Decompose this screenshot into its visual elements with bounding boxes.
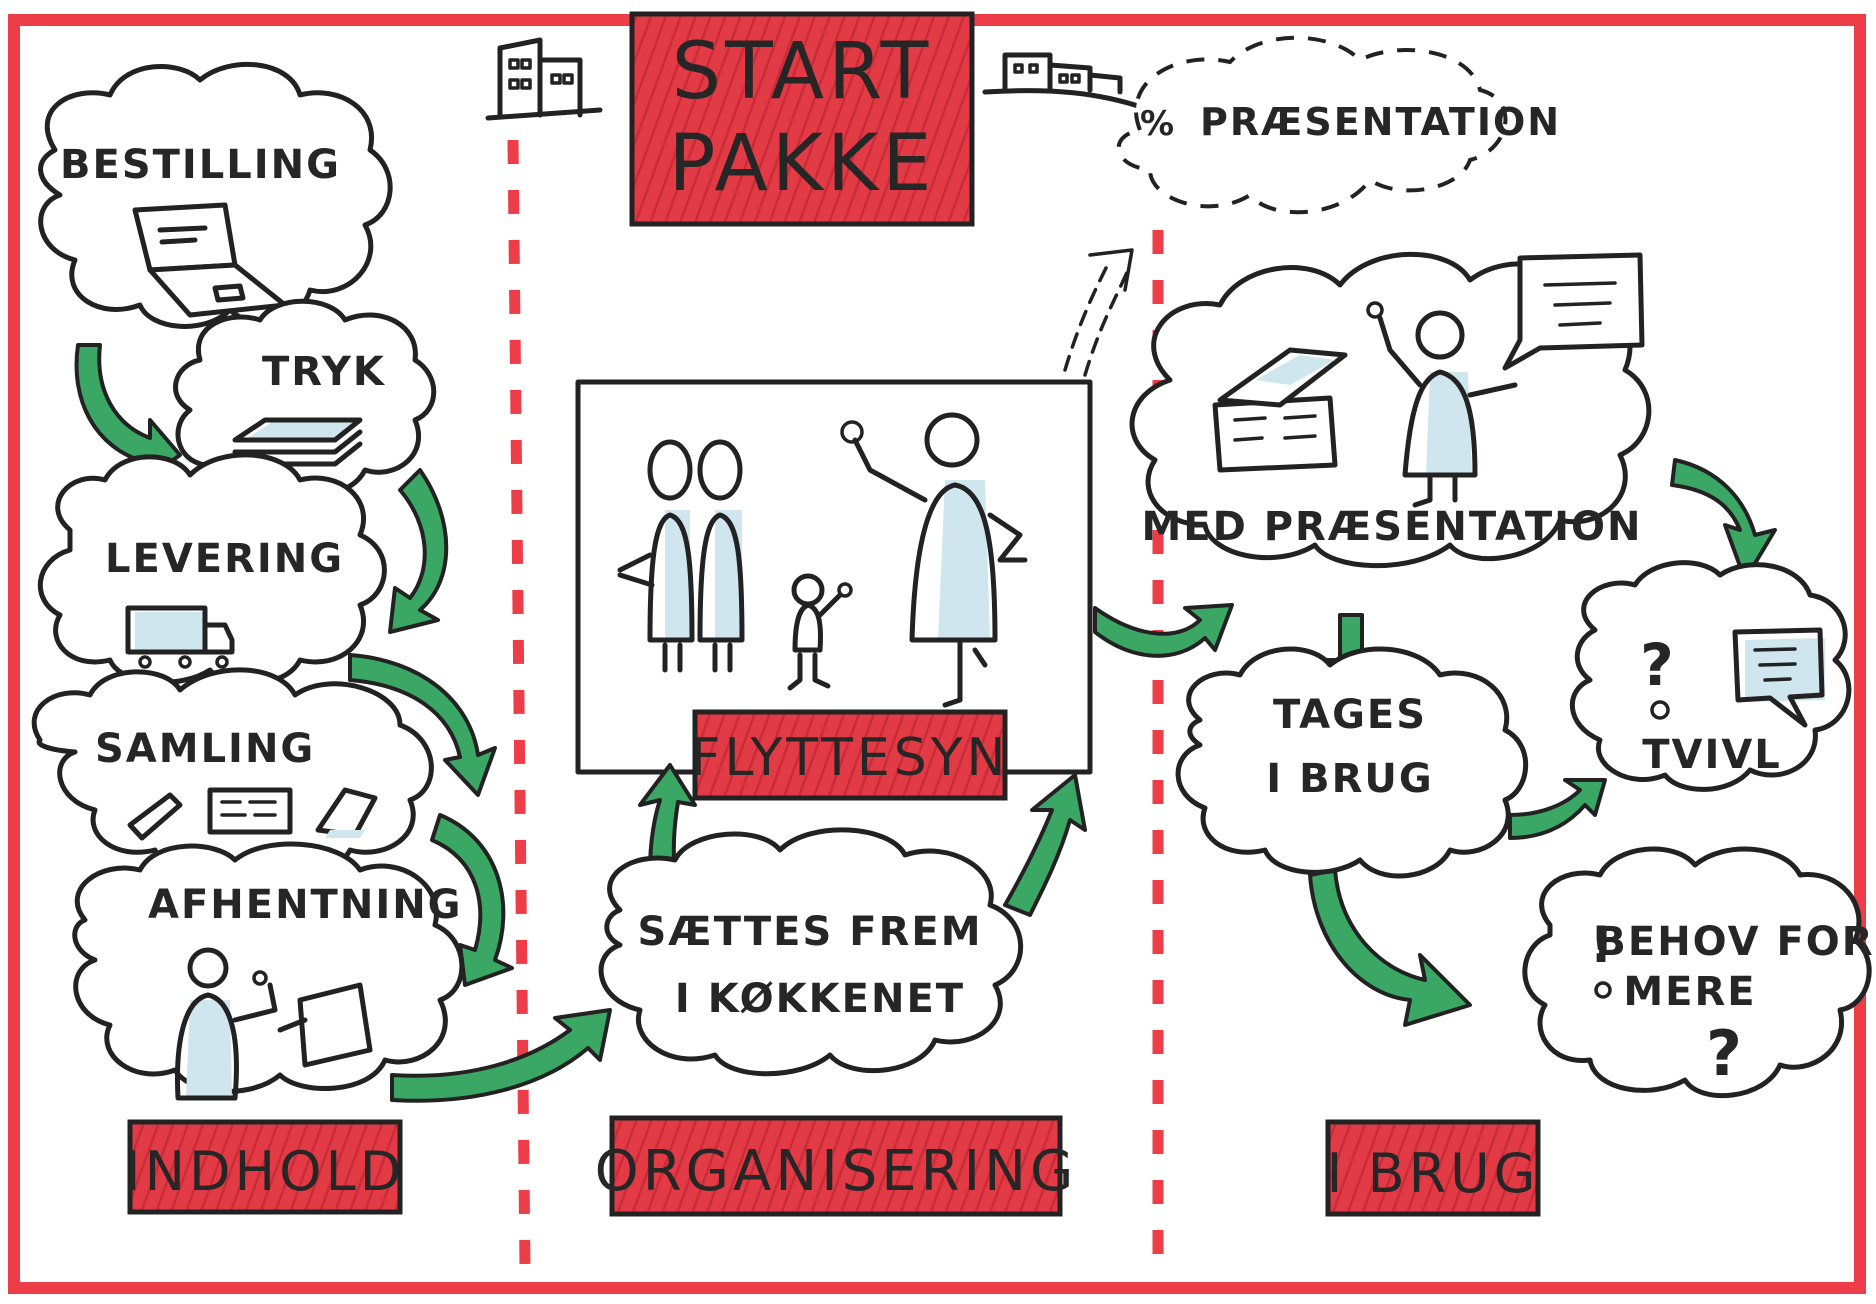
buildings-right-icon bbox=[982, 52, 1153, 113]
arrow-tages-to-tvivl bbox=[1508, 778, 1607, 840]
step-med-praesentation: MED PRÆSENTATION bbox=[1129, 251, 1652, 569]
step-label-tryk: TRYK bbox=[262, 349, 386, 395]
arrow-cloud-to-board-left bbox=[638, 763, 697, 877]
section-indhold: INDHOLD bbox=[125, 1119, 406, 1215]
tages-line2: I BRUG bbox=[1266, 756, 1433, 802]
section-i-brug: I BRUG bbox=[1325, 1119, 1541, 1217]
question-mark-large-icon: ? bbox=[1706, 1017, 1744, 1090]
med-praesentation-label: MED PRÆSENTATION bbox=[1141, 504, 1642, 550]
flyttesyn-board: FLYTTESYN bbox=[575, 379, 1093, 801]
speech-bubble-icon bbox=[1732, 627, 1825, 728]
behov-line2: MERE bbox=[1623, 969, 1756, 1015]
step-tages-i-brug: TAGES I BRUG bbox=[1175, 646, 1529, 879]
step-saettes-frem: SÆTTES FREM I KØKKENET bbox=[598, 827, 1024, 1077]
tages-line1: TAGES bbox=[1273, 692, 1427, 738]
presentation-scene-icon bbox=[1212, 252, 1645, 508]
arrow-levering-samling bbox=[348, 653, 497, 797]
tvivl-label: TVIVL bbox=[1642, 732, 1782, 778]
saettes-frem-line1: SÆTTES FREM bbox=[637, 909, 982, 955]
exclamation-dot-icon bbox=[1594, 981, 1612, 999]
section-label-organisering: ORGANISERING bbox=[595, 1139, 1078, 1204]
step-label-levering: LEVERING bbox=[105, 536, 344, 582]
step-behov-for-mere: ! BEHOV FOR MERE ? bbox=[1522, 846, 1874, 1099]
arrow-tages-down bbox=[1308, 868, 1472, 1027]
arrows-organisering bbox=[638, 603, 1234, 917]
question-mark-icon: ? bbox=[1640, 631, 1676, 699]
buildings-left-icon bbox=[485, 37, 603, 121]
question-dot-icon bbox=[1650, 700, 1670, 720]
presentation-optional-cloud: % PRÆSENTATION bbox=[1116, 35, 1561, 215]
step-levering: LEVERING bbox=[37, 452, 387, 687]
step-tvivl: ? TVIVL bbox=[1569, 560, 1852, 792]
title-line2: PAKKE bbox=[669, 119, 936, 209]
divider-left bbox=[507, 139, 531, 1269]
assembly-parts-icon bbox=[127, 787, 378, 841]
arrow-samling-afhentning bbox=[430, 813, 514, 987]
step-afhentning: AFHENTNING bbox=[72, 841, 465, 1101]
title-background bbox=[629, 11, 975, 227]
title-line1: START bbox=[672, 27, 933, 117]
arrow-tryk-levering bbox=[388, 468, 449, 634]
flyttesyn-label: FLYTTESYN bbox=[691, 728, 1010, 788]
step-label-bestilling: BESTILLING bbox=[60, 142, 341, 188]
exclamation-icon: ! bbox=[1590, 916, 1615, 974]
section-label-indhold: INDHOLD bbox=[125, 1140, 406, 1203]
family-figures-icon bbox=[617, 439, 853, 691]
section-organisering: ORGANISERING bbox=[595, 1115, 1078, 1217]
presentation-optional-label: PRÆSENTATION bbox=[1200, 100, 1561, 144]
percent-icon: % bbox=[1140, 104, 1176, 144]
section-label-i-brug: I BRUG bbox=[1326, 1142, 1539, 1205]
paper-stack-icon bbox=[232, 417, 363, 467]
step-label-samling: SAMLING bbox=[95, 726, 315, 772]
behov-line1: BEHOV FOR bbox=[1595, 919, 1874, 965]
dashed-arrow-to-presentation bbox=[1063, 248, 1134, 377]
person-with-box-icon bbox=[175, 947, 373, 1101]
step-tryk: TRYK bbox=[173, 298, 437, 497]
arrows-indhold bbox=[74, 343, 612, 1103]
arrow-cloud-to-board-right bbox=[1003, 773, 1087, 917]
step-bestilling: BESTILLING bbox=[38, 61, 393, 329]
arrow-board-to-presentation bbox=[1093, 603, 1234, 658]
truck-icon bbox=[125, 605, 235, 669]
step-label-afhentning: AFHENTNING bbox=[148, 882, 463, 928]
arrow-med-to-tvivl bbox=[1670, 458, 1777, 582]
saettes-frem-line2: I KØKKENET bbox=[675, 976, 965, 1022]
step-samling: SAMLING bbox=[31, 667, 434, 877]
flyttesyn-label-box bbox=[692, 709, 1008, 801]
presenter-figure-icon bbox=[840, 412, 1028, 708]
title-box: START PAKKE bbox=[629, 11, 975, 227]
arrow-afhentning-organisering bbox=[390, 1008, 612, 1103]
